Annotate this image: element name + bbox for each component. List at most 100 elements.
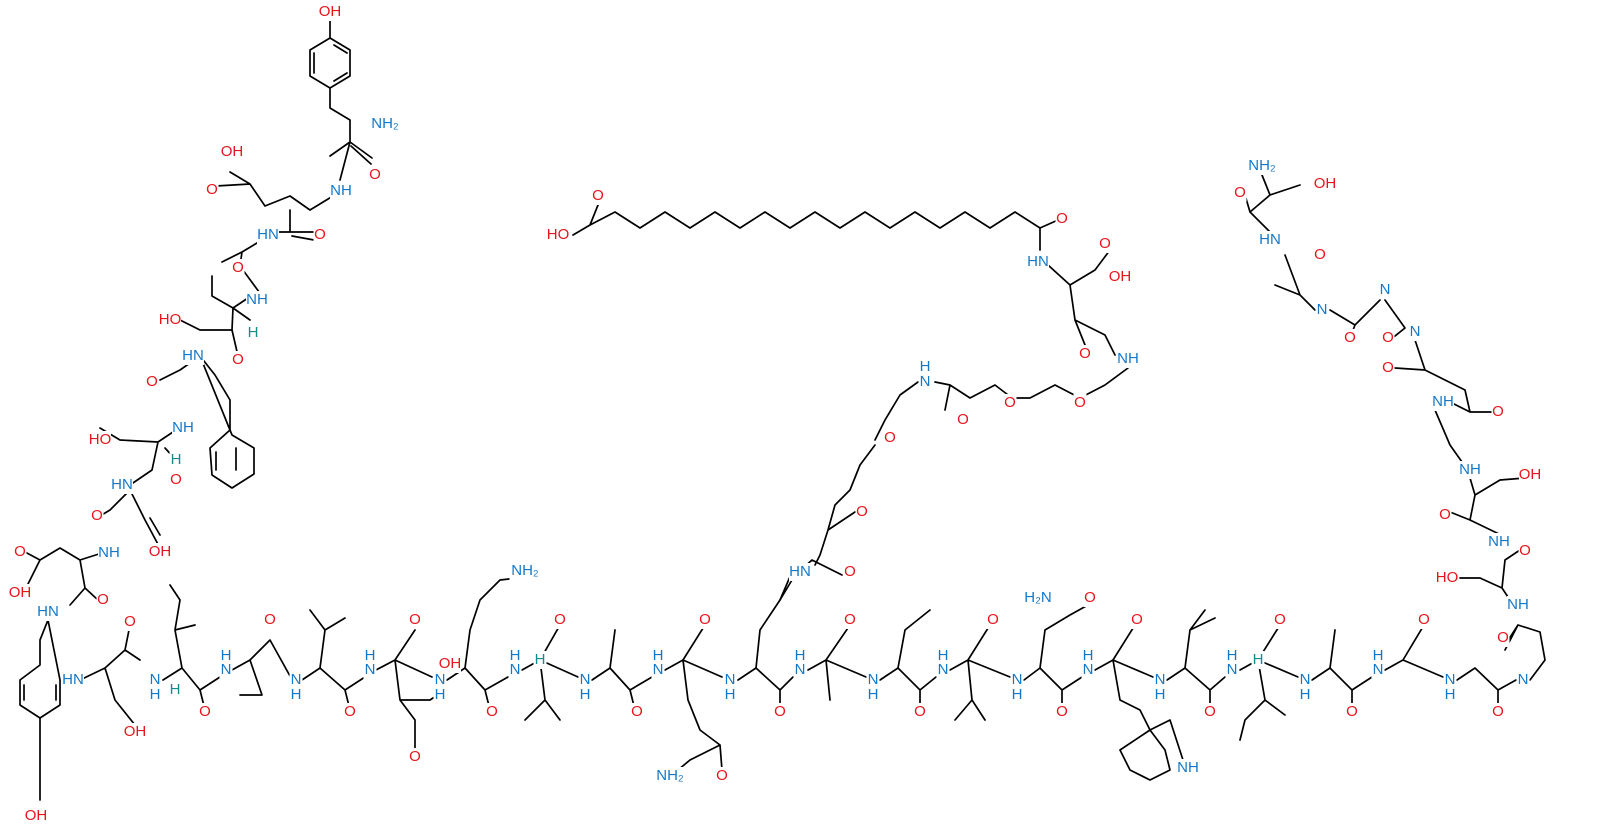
atom-label-bg	[123, 613, 137, 631]
atom-label-bg	[1314, 175, 1336, 193]
atom-label-bg	[508, 661, 522, 679]
atom-label: O	[170, 471, 182, 488]
atom-label: O	[1439, 506, 1451, 523]
atom-label-bg	[986, 611, 1000, 629]
atom-label: O	[1519, 542, 1531, 559]
atom-label: HN	[62, 671, 84, 688]
atom-label-bg	[553, 611, 567, 629]
atom-label: OH	[1314, 175, 1337, 192]
atom-label-bg	[221, 143, 243, 161]
atom-label-bg	[219, 661, 233, 679]
atom-label: O	[1346, 703, 1358, 720]
atom-label-bg	[918, 358, 932, 376]
atom-label-bg	[936, 661, 950, 679]
atom-label-bg	[289, 671, 303, 689]
atom-label-bg	[1225, 661, 1239, 679]
atom-label-bg	[651, 647, 665, 665]
atom-label-bg	[855, 503, 869, 521]
atom-label: H	[535, 651, 546, 668]
atom-label: OH	[124, 723, 147, 740]
atom-label: NH	[1507, 596, 1529, 613]
atom-label-bg	[159, 311, 181, 329]
atom-label-bg	[1345, 703, 1359, 721]
atom-label-bg	[408, 748, 422, 766]
atom-label: N	[1373, 661, 1384, 678]
atom-label: N	[1012, 671, 1023, 688]
atom-label-bg	[956, 411, 970, 429]
atom-label: H	[1253, 651, 1264, 668]
atom-label-bg	[1259, 231, 1281, 249]
atom-label-bg	[148, 671, 162, 689]
atom-label: HN	[1259, 231, 1281, 248]
atom-label-bg	[1518, 542, 1532, 560]
atom-label-bg	[698, 611, 712, 629]
atom-label-bg	[25, 807, 47, 825]
atom-label-bg	[343, 703, 357, 721]
atom-label: HO	[159, 311, 182, 328]
atom-label: O	[97, 591, 109, 608]
atom-label-bg	[1055, 210, 1069, 228]
atom-label-bg	[433, 686, 447, 704]
atom-label: N	[510, 661, 521, 678]
atom-label-bg	[1298, 686, 1312, 704]
atom-label-bg	[1496, 629, 1510, 647]
atom-label-bg	[789, 563, 811, 581]
atom-label-bg	[363, 647, 377, 665]
atom-label: H	[1227, 647, 1238, 664]
atom-label: HN	[789, 563, 811, 580]
atom-label: O	[1418, 611, 1430, 628]
atom-label-bg	[1083, 589, 1097, 607]
atom-label: O	[146, 373, 158, 390]
atom-label-bg	[533, 651, 547, 669]
atom-label-bg	[1381, 329, 1395, 347]
atom-label: NH	[246, 291, 268, 308]
atom-label: H₂N	[1024, 589, 1052, 606]
atom-label: H	[938, 647, 949, 664]
atom-label: HO	[89, 431, 112, 448]
atom-label: H	[580, 686, 591, 703]
atom-label: H	[1300, 686, 1311, 703]
atom-label-bg	[1177, 759, 1199, 777]
atom-label-bg	[793, 647, 807, 665]
atom-label-bg	[369, 115, 401, 133]
atom-label-bg	[630, 703, 644, 721]
atom-label: N	[291, 671, 302, 688]
atom-label-bg	[723, 671, 737, 689]
atom-label-bg	[918, 373, 932, 391]
atom-label-bg	[723, 686, 737, 704]
atom-label: O	[1344, 329, 1356, 346]
atom-label-bg	[257, 226, 279, 244]
atom-label-bg	[111, 476, 133, 494]
atom-label-bg	[913, 703, 927, 721]
atom-label: O	[232, 351, 244, 368]
atom-label: H	[170, 681, 181, 698]
atom-label: HO	[1436, 569, 1459, 586]
atom-label: NH	[1488, 533, 1510, 550]
atom-label-bg	[1233, 184, 1247, 202]
atom-label-bg	[96, 591, 110, 609]
atom-label: NH	[330, 182, 352, 199]
atom-label: HN	[182, 347, 204, 364]
atom-label: O	[14, 543, 26, 560]
atom-label: O	[1074, 394, 1086, 411]
atom-label: O	[1492, 403, 1504, 420]
atom-label: H	[365, 647, 376, 664]
atom-label-bg	[433, 671, 447, 689]
atom-label: N	[580, 671, 591, 688]
atom-label: H	[291, 686, 302, 703]
atom-label: N	[653, 661, 664, 678]
atom-label: O	[844, 611, 856, 628]
atom-label: O	[914, 703, 926, 720]
atom-label-bg	[319, 3, 341, 21]
atom-label: O	[592, 187, 604, 204]
atom-label-bg	[1246, 157, 1278, 175]
atom-label: N	[365, 661, 376, 678]
atom-label: O	[1382, 329, 1394, 346]
atom-label: N	[221, 661, 232, 678]
atom-label-bg	[866, 671, 880, 689]
atom-label: OH	[25, 807, 48, 824]
atom-label-bg	[936, 647, 950, 665]
atom-label: H	[435, 686, 446, 703]
atom-label: O	[1382, 359, 1394, 376]
atom-label: O	[884, 429, 896, 446]
